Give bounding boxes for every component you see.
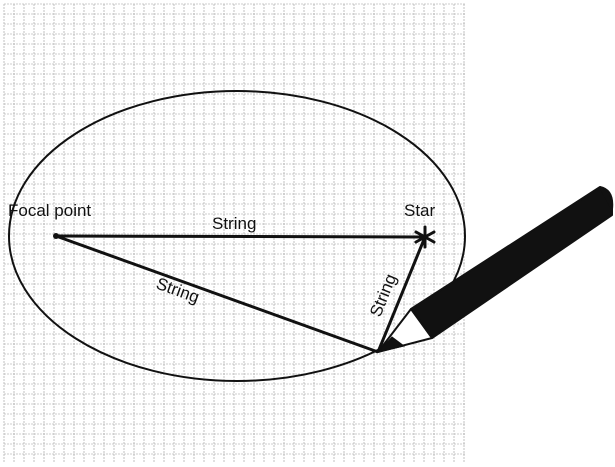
ellipse-outline xyxy=(8,90,466,382)
string-label-top: String xyxy=(212,214,256,233)
focal-point-label: Focal point xyxy=(8,201,91,220)
graph-paper-grid xyxy=(3,3,465,462)
string-focus-to-star xyxy=(55,234,426,239)
string-focus-to-pencil xyxy=(55,234,379,354)
focal-point-dot xyxy=(53,233,59,239)
string-star-to-pencil xyxy=(376,236,427,353)
star-label: Star xyxy=(404,201,436,220)
star-marker-icon xyxy=(414,225,436,249)
pencil-icon xyxy=(376,186,614,353)
